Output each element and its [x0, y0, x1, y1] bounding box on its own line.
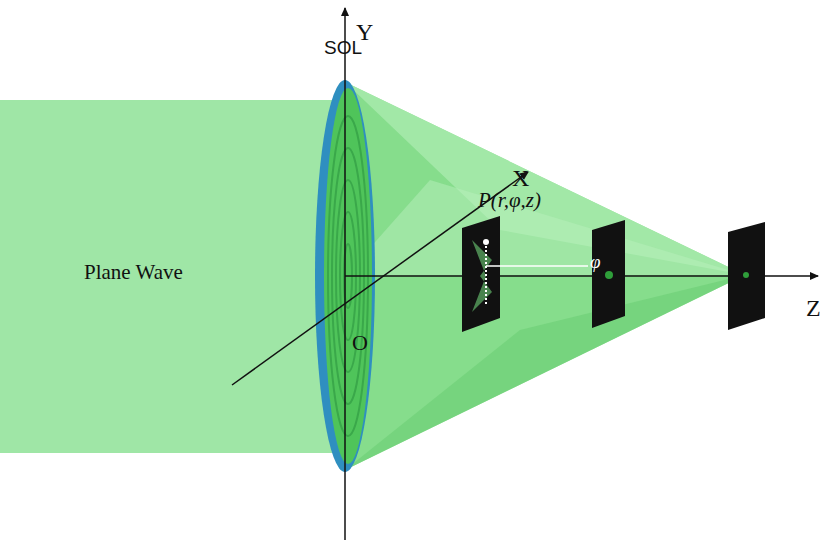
y-axis	[344, 8, 346, 540]
focal-spot	[743, 272, 749, 278]
cone-face	[345, 82, 745, 275]
angle-line	[486, 265, 588, 267]
point-label: P(r,φ,z)	[478, 190, 541, 211]
observation-screen	[728, 222, 765, 330]
angle-label: φ	[590, 252, 601, 271]
plane-wave-beam	[0, 100, 345, 453]
point-p	[483, 239, 489, 245]
axis-label: Y	[356, 20, 373, 44]
cone-face	[345, 180, 745, 276]
origin-label: O	[352, 332, 368, 354]
screen-pattern	[472, 240, 492, 312]
observation-screen	[592, 220, 625, 328]
axis-label: Z	[806, 296, 821, 320]
axis-label: X	[512, 166, 529, 190]
observation-screen	[462, 216, 500, 332]
radius-line	[485, 242, 487, 306]
focal-spot	[605, 271, 613, 279]
cone-face	[345, 275, 745, 470]
beam-label: Plane Wave	[84, 262, 183, 283]
